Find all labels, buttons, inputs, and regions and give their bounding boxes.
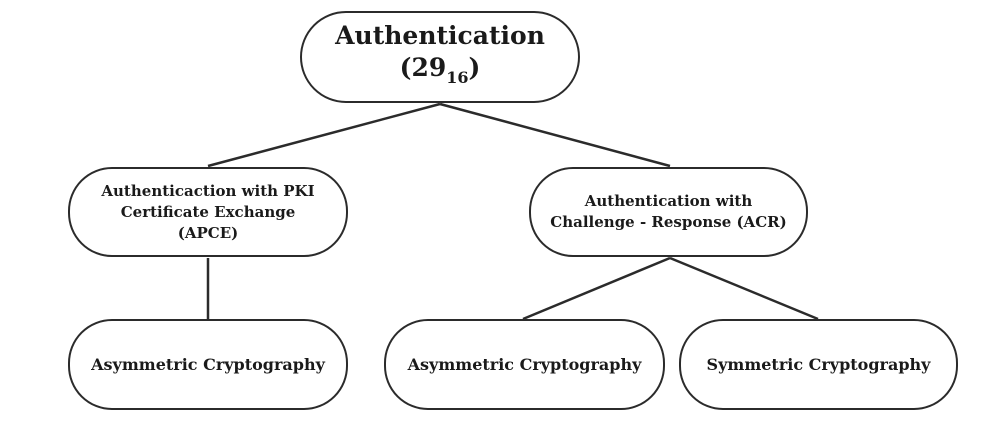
- node-acr-asymmetric-cryptography: Asymmetric Cryptography: [384, 319, 665, 410]
- edge-acr-to-sym: [669, 256, 819, 321]
- root-node-authentication: Authentication (2916): [300, 11, 580, 103]
- root-code-value: 29: [411, 53, 447, 82]
- node-acr-symmetric-cryptography: Symmetric Cryptography: [679, 319, 958, 410]
- apce-asymmetric-label: Asymmetric Cryptography: [91, 355, 325, 374]
- acr-symmetric-label: Symmetric Cryptography: [706, 355, 931, 374]
- root-code: (2916): [400, 52, 481, 94]
- apce-line-3: (APCE): [177, 223, 239, 242]
- root-code-open-paren: (: [399, 53, 412, 82]
- root-title: Authentication: [335, 21, 545, 50]
- edge-root-to-acr: [439, 102, 671, 168]
- node-acr: Authentication with Challenge - Response…: [529, 167, 808, 257]
- edge-acr-to-asym: [522, 256, 671, 321]
- acr-line-2: Challenge - Response (ACR): [550, 213, 787, 231]
- root-code-close-paren: ): [468, 53, 481, 82]
- acr-line-1: Authentication with: [584, 192, 753, 210]
- root-code-base: 16: [446, 68, 469, 87]
- apce-line-1: Authenticaction with PKI: [101, 181, 315, 200]
- apce-line-2: Certificate Exchange: [120, 202, 296, 221]
- edge-root-to-apce: [207, 102, 441, 168]
- acr-asymmetric-label: Asymmetric Cryptography: [407, 355, 642, 374]
- node-apce: Authenticaction with PKI Certificate Exc…: [68, 167, 348, 257]
- node-apce-asymmetric-cryptography: Asymmetric Cryptography: [68, 319, 348, 410]
